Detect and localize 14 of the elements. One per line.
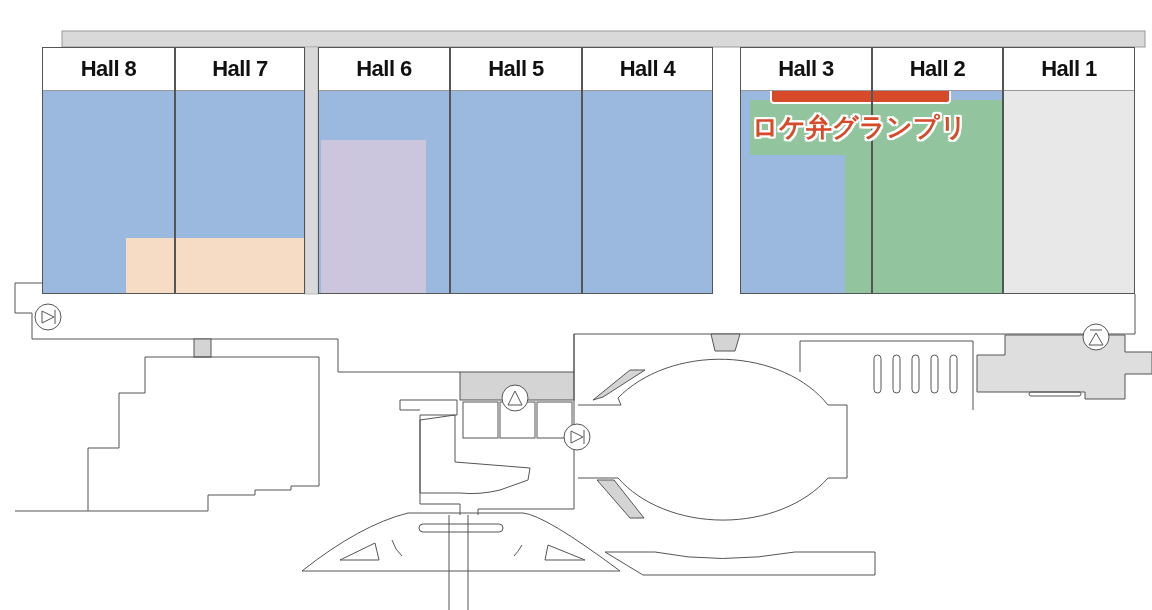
hall-box <box>175 47 305 294</box>
hall-box <box>450 47 582 294</box>
hall-box <box>42 47 175 294</box>
hall-label: Hall 4 <box>619 56 676 82</box>
hall-label: Hall 8 <box>80 56 137 82</box>
hall-label: Hall 6 <box>356 56 412 82</box>
hall-label: Hall 5 <box>488 56 544 82</box>
hall-box <box>582 47 713 294</box>
hall-label: Hall 2 <box>909 56 966 82</box>
hall-box <box>1003 47 1135 294</box>
hall-box <box>318 47 450 294</box>
hall-label: Hall 3 <box>778 56 834 82</box>
hall-label: Hall 7 <box>212 56 268 82</box>
hall-label: Hall 1 <box>1041 56 1097 82</box>
